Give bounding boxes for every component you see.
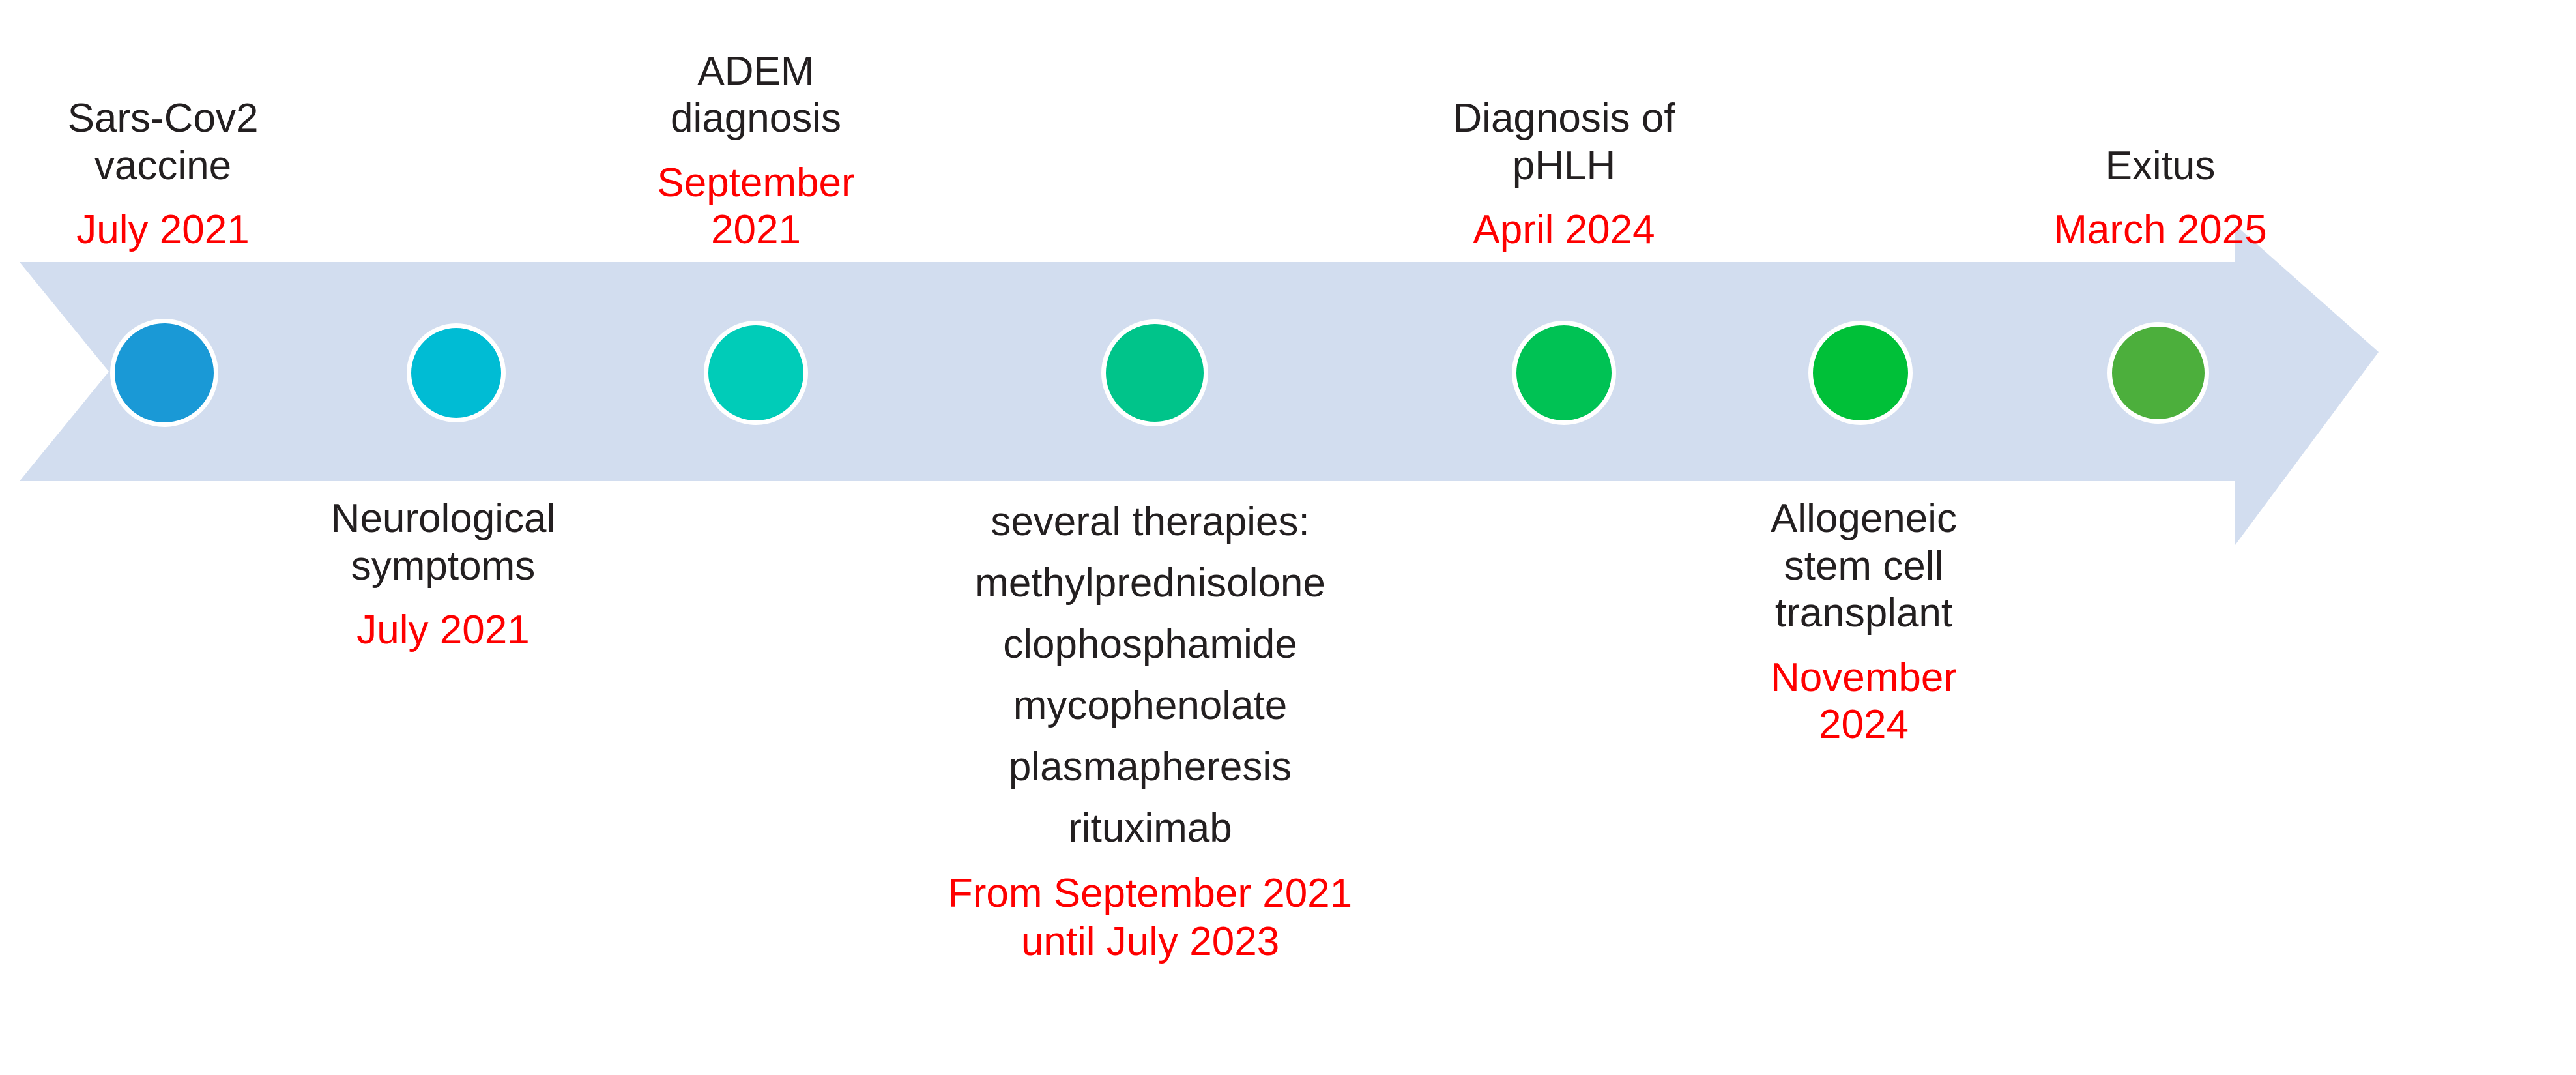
event-title: ADEM diagnosis [671,48,841,141]
therapy-item: mycophenolate [1013,683,1288,728]
event-title: Sars-Cov2 vaccine [67,96,259,188]
event-label-phlh-diagnosis: Diagnosis of pHLH April 2024 [1395,0,1733,254]
therapy-item: rituximab [1068,806,1232,851]
timeline-node-1[interactable] [110,319,218,427]
event-title: Exitus [2105,143,2216,188]
timeline-node-5[interactable] [1512,321,1616,425]
event-label-exitus: Exitus March 2025 [1994,0,2326,254]
event-date: April 2024 [1473,207,1655,253]
therapy-item: methylprednisolone [975,561,1325,606]
timeline-node-6[interactable] [1808,321,1913,425]
event-date: November 2024 [1771,655,1957,748]
timeline-node-7[interactable] [2107,322,2209,424]
event-label-sars-cov2-vaccine: Sars-Cov2 vaccine July 2021 [0,0,326,254]
event-date: July 2021 [76,207,250,253]
event-label-neurological-symptoms: Neurological symptoms July 2021 [280,495,606,655]
event-label-several-therapies: several therapies: methylprednisolone cl… [893,502,1408,967]
therapy-item: plasmapheresis [1008,744,1292,789]
therapy-date-range: From September 2021 until July 2023 [948,871,1353,965]
timeline-node-2[interactable] [407,323,506,422]
therapy-item: clophosphamide [1003,622,1297,667]
event-date: March 2025 [2053,207,2267,253]
event-title: Diagnosis of pHLH [1453,96,1675,188]
timeline-node-4[interactable] [1101,319,1208,426]
event-date: September 2021 [657,160,855,253]
therapy-heading: several therapies: [991,499,1310,544]
event-label-adem-diagnosis: ADEM diagnosis September 2021 [593,0,919,254]
event-title: Allogeneic stem cell transplant [1770,496,1958,636]
timeline-node-3[interactable] [704,321,808,425]
event-title: Neurological symptoms [330,496,556,589]
event-label-stem-cell-transplant: Allogeneic stem cell transplant November… [1714,495,2014,749]
event-date: July 2021 [356,608,530,653]
